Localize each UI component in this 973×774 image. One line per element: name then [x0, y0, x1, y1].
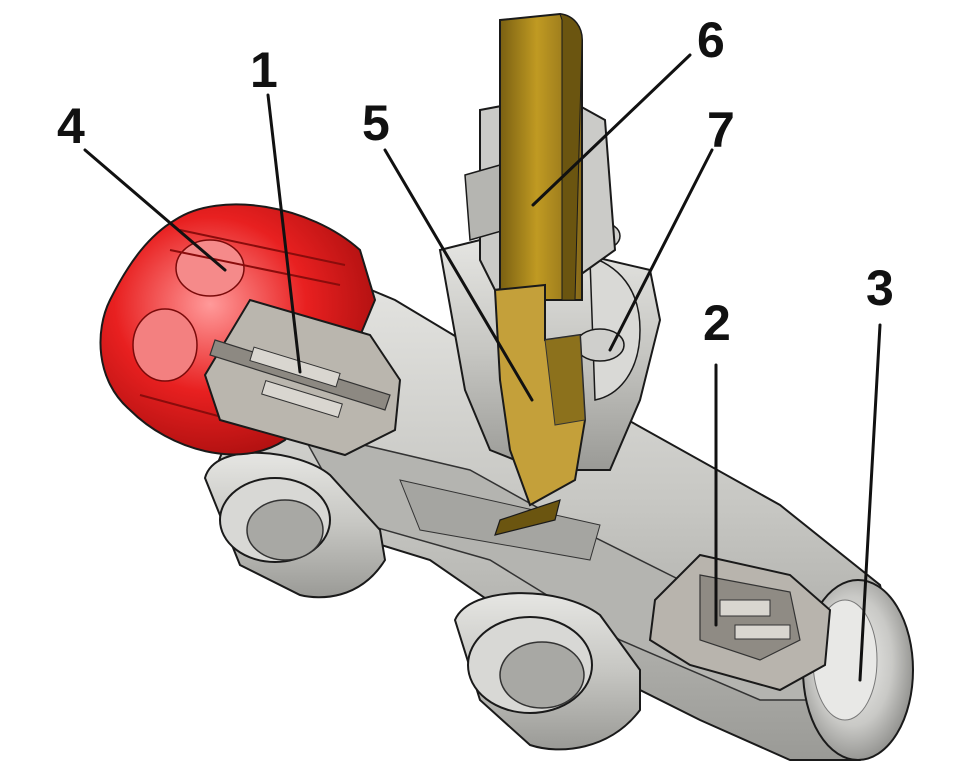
outlet-middle	[453, 592, 641, 751]
brass-pipe	[499, 12, 583, 301]
label-4: 4	[57, 98, 85, 154]
leader-1	[266, 93, 302, 374]
leader-5	[383, 148, 534, 402]
label-2: 2	[703, 295, 731, 351]
outlet-left	[203, 451, 387, 599]
leader-3	[858, 323, 882, 682]
cartridge-left	[203, 298, 402, 457]
label-5: 5	[362, 95, 390, 151]
label-7: 7	[707, 102, 735, 158]
leader-lines	[83, 53, 882, 682]
cartridge-right	[648, 553, 832, 692]
label-1: 1	[250, 42, 278, 98]
leader-7	[608, 148, 714, 352]
leader-6	[531, 53, 692, 207]
leader-4	[83, 148, 227, 272]
label-3: 3	[866, 260, 894, 316]
label-6: 6	[697, 12, 725, 68]
brass-insert	[493, 283, 587, 536]
part-labels: 1 2 3 4 5 6 7	[57, 12, 894, 351]
